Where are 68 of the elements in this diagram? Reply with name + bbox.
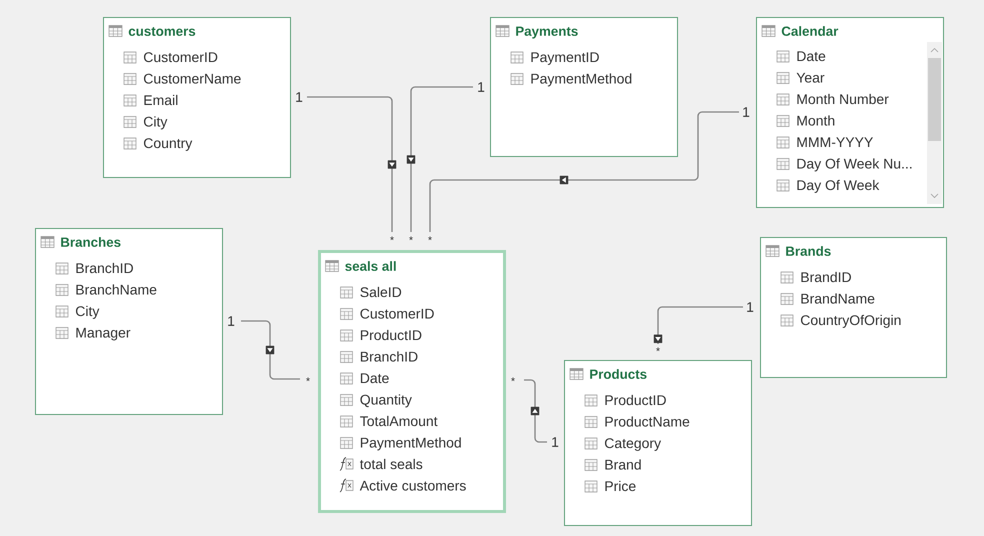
cardinality-label: 1 [747, 302, 754, 312]
field-name: Month [797, 115, 834, 126]
table-name: Brands [786, 246, 831, 256]
table-box [564, 360, 752, 526]
field-name: CustomerID [144, 52, 218, 62]
cardinality-label: 1 [478, 82, 484, 92]
cardinality-label: 1 [552, 437, 558, 447]
field-name: SaleID [360, 286, 402, 298]
field-name: Day Of Week [797, 180, 880, 193]
field-name: City [144, 116, 168, 130]
relationship-line [654, 306, 743, 344]
field-name: PaymentMethod [360, 437, 461, 450]
cardinality-label: * [409, 236, 413, 240]
table-box [35, 228, 223, 415]
field-name: total seals [360, 458, 422, 470]
field-name: Quantity [360, 394, 412, 408]
table-name: seals all [345, 261, 396, 271]
field-name: BranchID [360, 351, 418, 362]
table-box [103, 17, 291, 178]
field-name: Active customers [360, 480, 466, 491]
field-name: Month Number [797, 94, 889, 104]
field-name: CountryOfOrigin [801, 314, 900, 328]
field-name: Year [796, 72, 824, 83]
table-name: Calendar [782, 26, 838, 36]
field-name: Manager [76, 328, 130, 340]
cardinality-label: 1 [743, 107, 750, 117]
field-name: ProductID [360, 330, 422, 340]
field-name: Day Of Week Nu... [797, 158, 912, 172]
table-box [756, 17, 944, 208]
cardinality-label: * [306, 377, 310, 382]
field-name: Date [797, 51, 826, 62]
field-name: CustomerID [360, 308, 434, 319]
field-name: CustomerName [144, 74, 241, 84]
table-name: Products [590, 369, 647, 379]
table-name: Branches [61, 237, 120, 247]
field-name: Date [360, 373, 389, 384]
field-name: ProductID [605, 394, 666, 406]
relationship-line [241, 320, 300, 380]
field-name: MMM-YYYY [797, 137, 873, 147]
table-name: Payments [516, 26, 578, 39]
field-name: BrandName [801, 293, 874, 304]
table-box [318, 250, 506, 513]
field-name: BranchName [76, 284, 156, 295]
cardinality-label: * [390, 236, 394, 240]
table-box [760, 237, 947, 378]
relationship-line [307, 96, 396, 232]
field-name: Price [605, 480, 636, 492]
field-name: BrandID [801, 272, 851, 282]
cardinality-label: * [656, 347, 660, 352]
field-name: Category [604, 438, 662, 451]
cardinality-label: * [511, 377, 515, 382]
table-name: customers [128, 27, 196, 36]
field-name: BranchID [76, 262, 133, 274]
field-name: City [76, 306, 100, 319]
field-name: Email [144, 94, 178, 106]
field-name: PaymentID [531, 52, 599, 65]
cardinality-label: 1 [296, 92, 302, 102]
relationship-line [429, 111, 739, 232]
field-name: PaymentMethod [531, 73, 632, 86]
field-name: ProductName [605, 416, 690, 427]
field-name: Country [144, 138, 192, 151]
cardinality-label: 1 [228, 316, 234, 326]
field-name: TotalAmount [360, 416, 438, 426]
relationship-line [524, 379, 547, 443]
field-name: Brand [605, 459, 641, 470]
cardinality-label: * [428, 236, 432, 240]
relationship-line [406, 86, 473, 232]
table-box [490, 17, 678, 157]
